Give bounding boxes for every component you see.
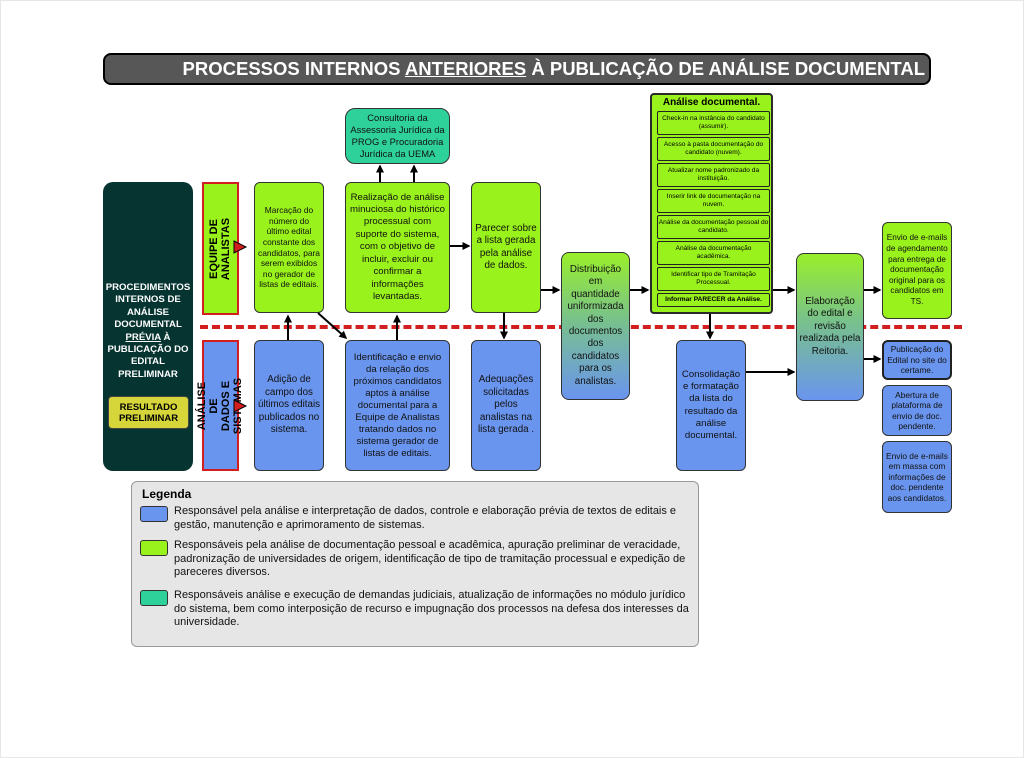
arrow (317, 312, 348, 339)
analise-documental-panel: Análise documental. Check-in na instânci… (650, 93, 773, 314)
consolidacao-box: Consolidação e formatação da lista do re… (676, 340, 746, 471)
publicacao-box: Publicação do Edital no site do certame. (882, 340, 952, 380)
legend-swatch-teal (140, 590, 168, 606)
checklist-item: Identificar tipo de Tramitação Processua… (657, 267, 770, 291)
envio-agendamento-box: Envio de e-mails de agendamento para ent… (882, 222, 952, 319)
adequacoes-box: Adequações solicitadas pelos analistas n… (471, 340, 541, 471)
resultado-preliminar-badge: RESULTADO PRELIMINAR (108, 396, 189, 429)
legend-item: Responsáveis pela análise de documentaçã… (174, 539, 686, 578)
lane-pointer-bottom (233, 399, 248, 413)
checklist-item: Acesso à pasta documentação do candidato… (657, 137, 770, 161)
envio-massa-box: Envio de e-mails em massa com informaçõe… (882, 441, 952, 513)
page-title: PROCESSOS INTERNOS ANTERIORES À PUBLICAÇ… (103, 53, 931, 85)
checklist-item: Análise da documentação acadêmica. (657, 241, 770, 265)
identificacao-box: Identificação e envio da relação dos pró… (345, 340, 450, 471)
marcacao-box: Marcação do número do último edital cons… (254, 182, 324, 313)
legend-swatch-green (140, 540, 168, 556)
legend-swatch-blue (140, 506, 168, 522)
legend-item: Responsável pela análise e interpretação… (174, 505, 677, 531)
procedures-panel: PROCEDIMENTOS INTERNOS DE ANÁLISE DOCUME… (103, 182, 193, 471)
abertura-box: Abertura de plataforma de envio de doc. … (882, 385, 952, 436)
checklist-item: Inserir link de documentação na nuvem. (657, 189, 770, 213)
adicao-box: Adição de campo dos últimos editais publ… (254, 340, 324, 471)
consultoria-box: Consultoria da Assessoria Jurídica da PR… (345, 108, 450, 164)
lane-pointer-top (233, 240, 248, 254)
legend: Legenda Responsável pela análise e inter… (131, 481, 699, 647)
distribuicao-box: Distribuição em quantidade uniformizada … (561, 252, 630, 400)
parecer-box: Parecer sobre a lista gerada pela anális… (471, 182, 541, 313)
analise-documental-title: Análise documental. (662, 97, 761, 108)
legend-title: Legenda (142, 487, 192, 501)
procedures-panel-text: PROCEDIMENTOS INTERNOS DE ANÁLISE DOCUME… (105, 282, 191, 380)
checklist-item: Check-in na instância do candidato (assu… (657, 111, 770, 135)
legend-item: Responsáveis análise e execução de deman… (174, 589, 689, 628)
checklist-item: Atualizar nome padronizado da instituiçã… (657, 163, 770, 187)
checklist-item: Informar PARECER da Análise. (657, 293, 770, 307)
realizacao-box: Realização de análise minuciosa do histó… (345, 182, 450, 313)
checklist-item: Análise da documentação pessoal do candi… (657, 215, 770, 239)
elaboracao-box: Elaboração do edital e revisão realizada… (796, 253, 864, 401)
